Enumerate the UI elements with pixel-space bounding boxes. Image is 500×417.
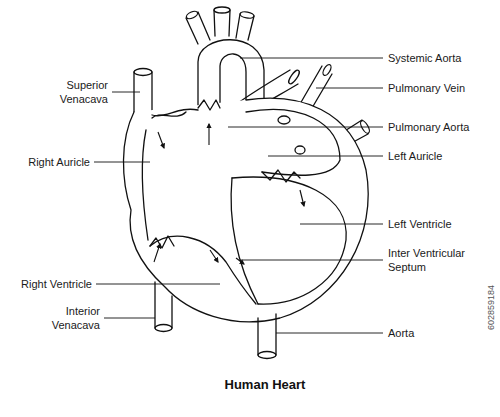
inferior-vena-cava (155, 282, 172, 328)
vessel-cap (258, 352, 276, 359)
superior-vena-cava (134, 72, 152, 115)
vessel-cap (185, 10, 198, 21)
part-label: Left Auricle (388, 149, 442, 163)
flow-arrow (154, 244, 160, 262)
left-auricle-wall (246, 109, 340, 175)
heart-outline (123, 98, 368, 322)
vein-opening (278, 116, 290, 124)
leader-line (94, 162, 150, 163)
part-label: Systemic Aorta (388, 51, 461, 65)
leader-line (240, 58, 383, 59)
aorta-branch (214, 10, 230, 36)
vessel-cap (134, 69, 152, 76)
leader-line (240, 260, 383, 261)
leader-line (228, 127, 383, 128)
part-label: Left Ventricle (388, 217, 452, 231)
part-label: Right Ventricle (21, 277, 92, 291)
right-ventricle-wall (150, 236, 256, 304)
diagram-title: Human Heart (0, 377, 500, 393)
leader-line (268, 156, 383, 157)
part-label: Pulmonary Vein (388, 81, 465, 95)
vein-opening (295, 146, 305, 154)
part-label: Inter Ventricular Septum (388, 246, 484, 274)
tricuspid-valve (150, 236, 174, 248)
watermark-number: 602859184 (486, 285, 496, 330)
leader-line (316, 88, 383, 89)
leader-line (300, 224, 383, 225)
leader-line (104, 318, 155, 319)
descending-aorta (258, 314, 276, 355)
flow-arrow (208, 124, 209, 145)
vessel-cap (287, 69, 301, 86)
mitral-valve (262, 170, 300, 182)
part-label: Interior Venacava (44, 304, 100, 332)
flow-arrow (158, 132, 164, 148)
part-label: Right Auricle (28, 155, 90, 169)
leader-line (276, 333, 383, 334)
aortic-valve (198, 100, 220, 110)
septum (231, 178, 258, 304)
part-label: Superior Venacava (52, 78, 108, 106)
leader-line (112, 92, 140, 93)
right-auricle-wall (142, 112, 186, 240)
vessel-cap (155, 325, 172, 332)
flow-arrow (236, 258, 244, 264)
vessel-cap (321, 63, 332, 76)
pulmonary-vein (300, 66, 332, 108)
part-label: Pulmonary Aorta (388, 120, 469, 134)
leader-line (96, 284, 220, 285)
flow-arrow (210, 250, 218, 262)
part-label: Aorta (388, 326, 414, 340)
aorta-branch (186, 12, 210, 44)
flow-arrow (300, 190, 304, 206)
left-ventricle-wall (232, 177, 346, 304)
vessel-cap (214, 7, 230, 13)
vessel-cap (240, 11, 255, 19)
